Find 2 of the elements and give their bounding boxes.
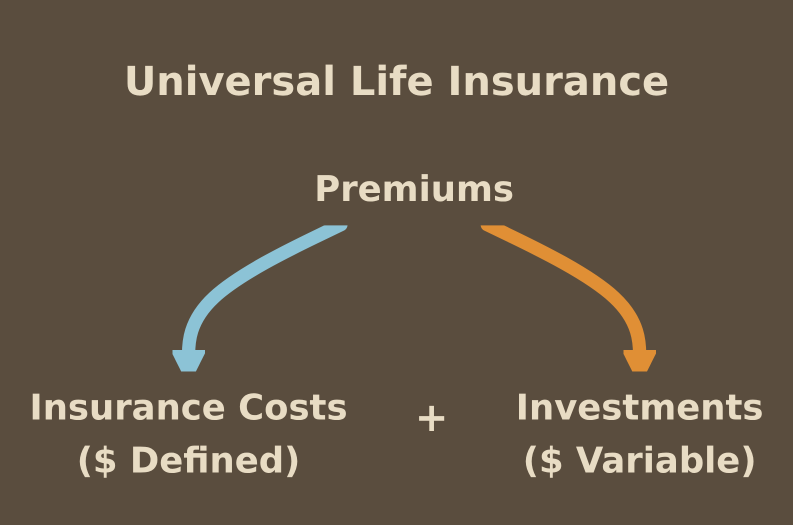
title: Universal Life Insurance (122, 58, 670, 106)
plus-sign: + (414, 398, 448, 438)
